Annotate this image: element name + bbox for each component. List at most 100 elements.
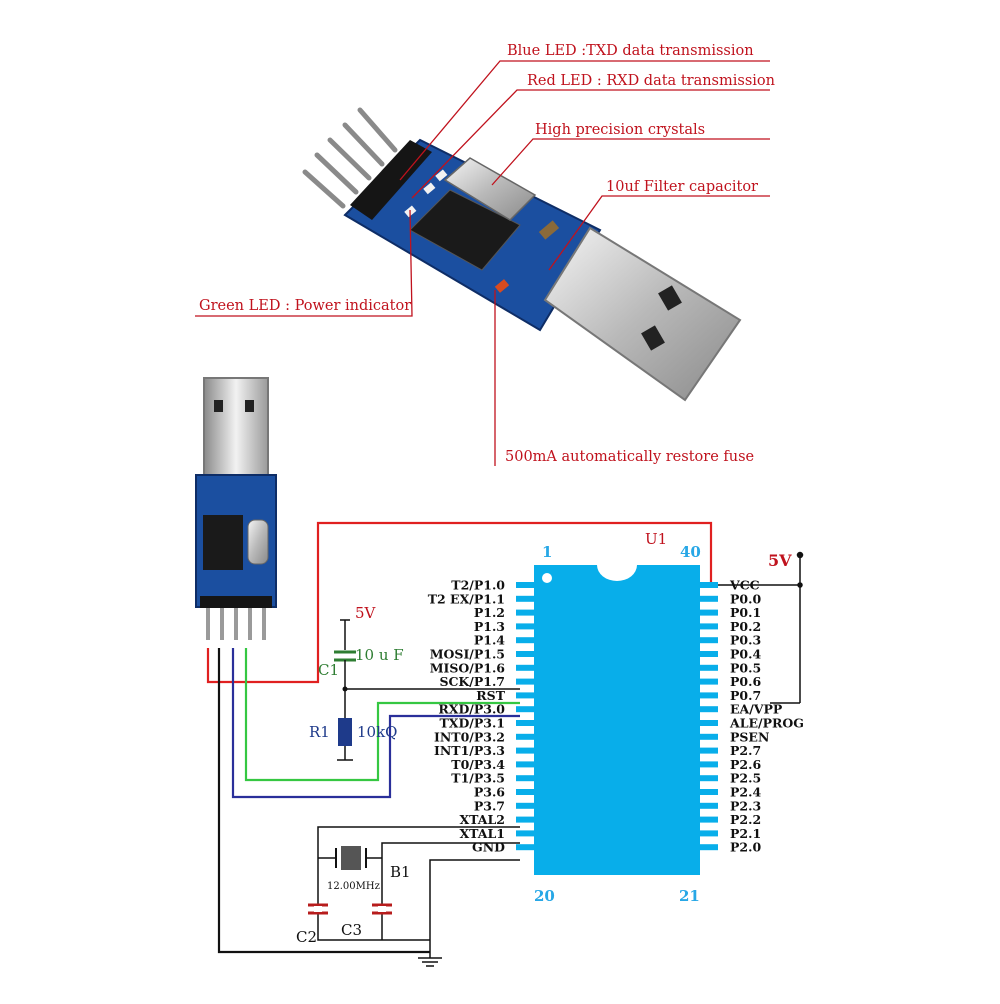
right-pin-label: P2.0: [730, 840, 761, 855]
right-pin-label: EA/VPP: [730, 702, 783, 717]
callout-fuse: 500mA automatically restore fuse: [505, 449, 754, 465]
pin-number-20: 20: [534, 887, 555, 905]
right-pin-label: P0.1: [730, 605, 761, 620]
right-pin-lead: [700, 789, 718, 795]
right-pin-lead: [700, 637, 718, 644]
right-pin-lead: [700, 830, 718, 837]
c1-value: 10 u F: [355, 646, 404, 664]
left-pin-label: MOSI/P1.5: [430, 647, 505, 662]
left-pin-lead: [516, 692, 534, 699]
left-pin-label: T2/P1.0: [451, 578, 505, 593]
left-pin-lead: [516, 678, 534, 685]
callout-blue-led: Blue LED :TXD data transmission: [507, 43, 754, 59]
chip-notch: [597, 565, 637, 581]
left-pin-lead: [516, 595, 534, 602]
filter-capacitor-icon: [538, 220, 560, 240]
right-pin-group: VCCP0.0P0.1P0.2P0.3P0.4P0.5P0.6P0.7EA/VP…: [700, 578, 804, 855]
right-pin-label: P2.3: [730, 798, 761, 813]
crystal-photo-icon: [443, 157, 537, 221]
right-pin-lead: [700, 623, 718, 630]
left-pin-label: P1.2: [474, 605, 505, 620]
capacitor-icon: [334, 650, 356, 662]
left-pin-label: XTAL2: [459, 812, 505, 827]
left-pin-lead: [516, 582, 534, 588]
fuse-icon: [494, 279, 510, 293]
left-pin-label: GND: [472, 840, 505, 855]
left-pin-lead: [516, 706, 534, 713]
right-pin-lead: [700, 844, 718, 851]
right-pin-lead: [700, 595, 718, 602]
pin1-dot: [542, 573, 552, 583]
red-led-icon: [435, 169, 448, 182]
left-pin-label: P1.3: [474, 619, 505, 634]
callout-green-led: Green LED : Power indicator: [199, 298, 411, 314]
left-pin-label: TXD/P3.1: [439, 716, 505, 731]
right-pin-lead: [700, 733, 718, 740]
left-pin-label: T0/P3.4: [451, 757, 505, 772]
chip-body: [534, 565, 700, 875]
pin-number-21: 21: [679, 887, 700, 905]
right-pin-lead: [700, 775, 718, 782]
wire-gnd-black: [217, 648, 430, 954]
right-pin-label: P0.7: [730, 688, 761, 703]
c1-ref: C1: [318, 661, 339, 679]
right-pin-label: P0.4: [730, 647, 761, 662]
wire-5v-red: [206, 521, 713, 684]
left-pin-lead: [516, 747, 534, 754]
left-pin-lead: [516, 761, 534, 768]
left-pin-lead: [516, 623, 534, 630]
left-pin-lead: [516, 720, 534, 726]
left-pin-lead: [516, 664, 534, 671]
left-pin-label: P3.7: [474, 798, 505, 813]
right-pin-label: P2.1: [730, 826, 761, 841]
callout-leaders: [195, 60, 770, 466]
right-pin-label: ALE/PROG: [729, 716, 804, 731]
right-pin-lead: [700, 761, 718, 768]
capacitor-c3-icon: [372, 903, 392, 915]
right-pin-label: P2.6: [730, 757, 761, 772]
c2-ref: C2: [296, 928, 317, 946]
blue-led-icon: [423, 182, 436, 195]
pin-number-40: 40: [680, 543, 701, 561]
left-pin-lead: [516, 609, 534, 616]
callout-filter-capacitor: 10uf Filter capacitor: [606, 179, 758, 195]
capacitor-c2-icon: [308, 903, 328, 915]
wires: [206, 521, 713, 954]
left-pin-group: T2/P1.0T2 EX/P1.1P1.2P1.3P1.4MOSI/P1.5MI…: [428, 578, 534, 855]
usb-ttl-module-vertical-photo: [195, 377, 277, 640]
r1-value: 10kQ: [357, 723, 397, 741]
ic-chip-icon: [409, 189, 521, 271]
callout-red-led: Red LED : RXD data transmission: [527, 73, 775, 89]
right-pin-lead: [700, 609, 718, 616]
usb-ttl-module-photo: [302, 107, 742, 402]
right-pin-lead: [700, 720, 718, 726]
left-pin-label: MISO/P1.6: [430, 660, 506, 675]
left-pin-lead: [516, 637, 534, 644]
resistor-icon: [338, 718, 352, 746]
right-pin-lead: [700, 651, 718, 657]
usb-plug-vertical-icon: [203, 377, 269, 479]
right-pin-label: VCC: [729, 578, 760, 593]
reset-5v-label: 5V: [355, 604, 377, 622]
right-pin-lead: [700, 816, 718, 823]
left-pin-lead: [516, 844, 534, 851]
right-pin-lead: [700, 747, 718, 754]
crystal-ref: B1: [390, 863, 411, 881]
pin-header-block: [350, 140, 432, 220]
vcc-supply: [711, 551, 804, 704]
c3-ref: C3: [341, 921, 362, 939]
left-pin-label: XTAL1: [459, 826, 505, 841]
left-pin-label: RXD/P3.0: [438, 702, 505, 717]
right-pin-lead: [700, 678, 718, 685]
wire-rxd-green: [244, 648, 520, 782]
left-pin-label: INT0/P3.2: [434, 729, 505, 744]
right-pin-label: P0.0: [730, 591, 761, 606]
left-pin-label: P3.6: [474, 785, 505, 800]
left-pin-label: INT1/P3.3: [434, 743, 505, 758]
left-pin-lead: [516, 775, 534, 782]
right-pin-lead: [700, 802, 718, 809]
right-pin-label: P2.4: [730, 785, 761, 800]
wire-txd-blue: [231, 648, 520, 799]
left-pin-lead: [516, 802, 534, 809]
right-pin-label: P0.6: [730, 674, 761, 689]
